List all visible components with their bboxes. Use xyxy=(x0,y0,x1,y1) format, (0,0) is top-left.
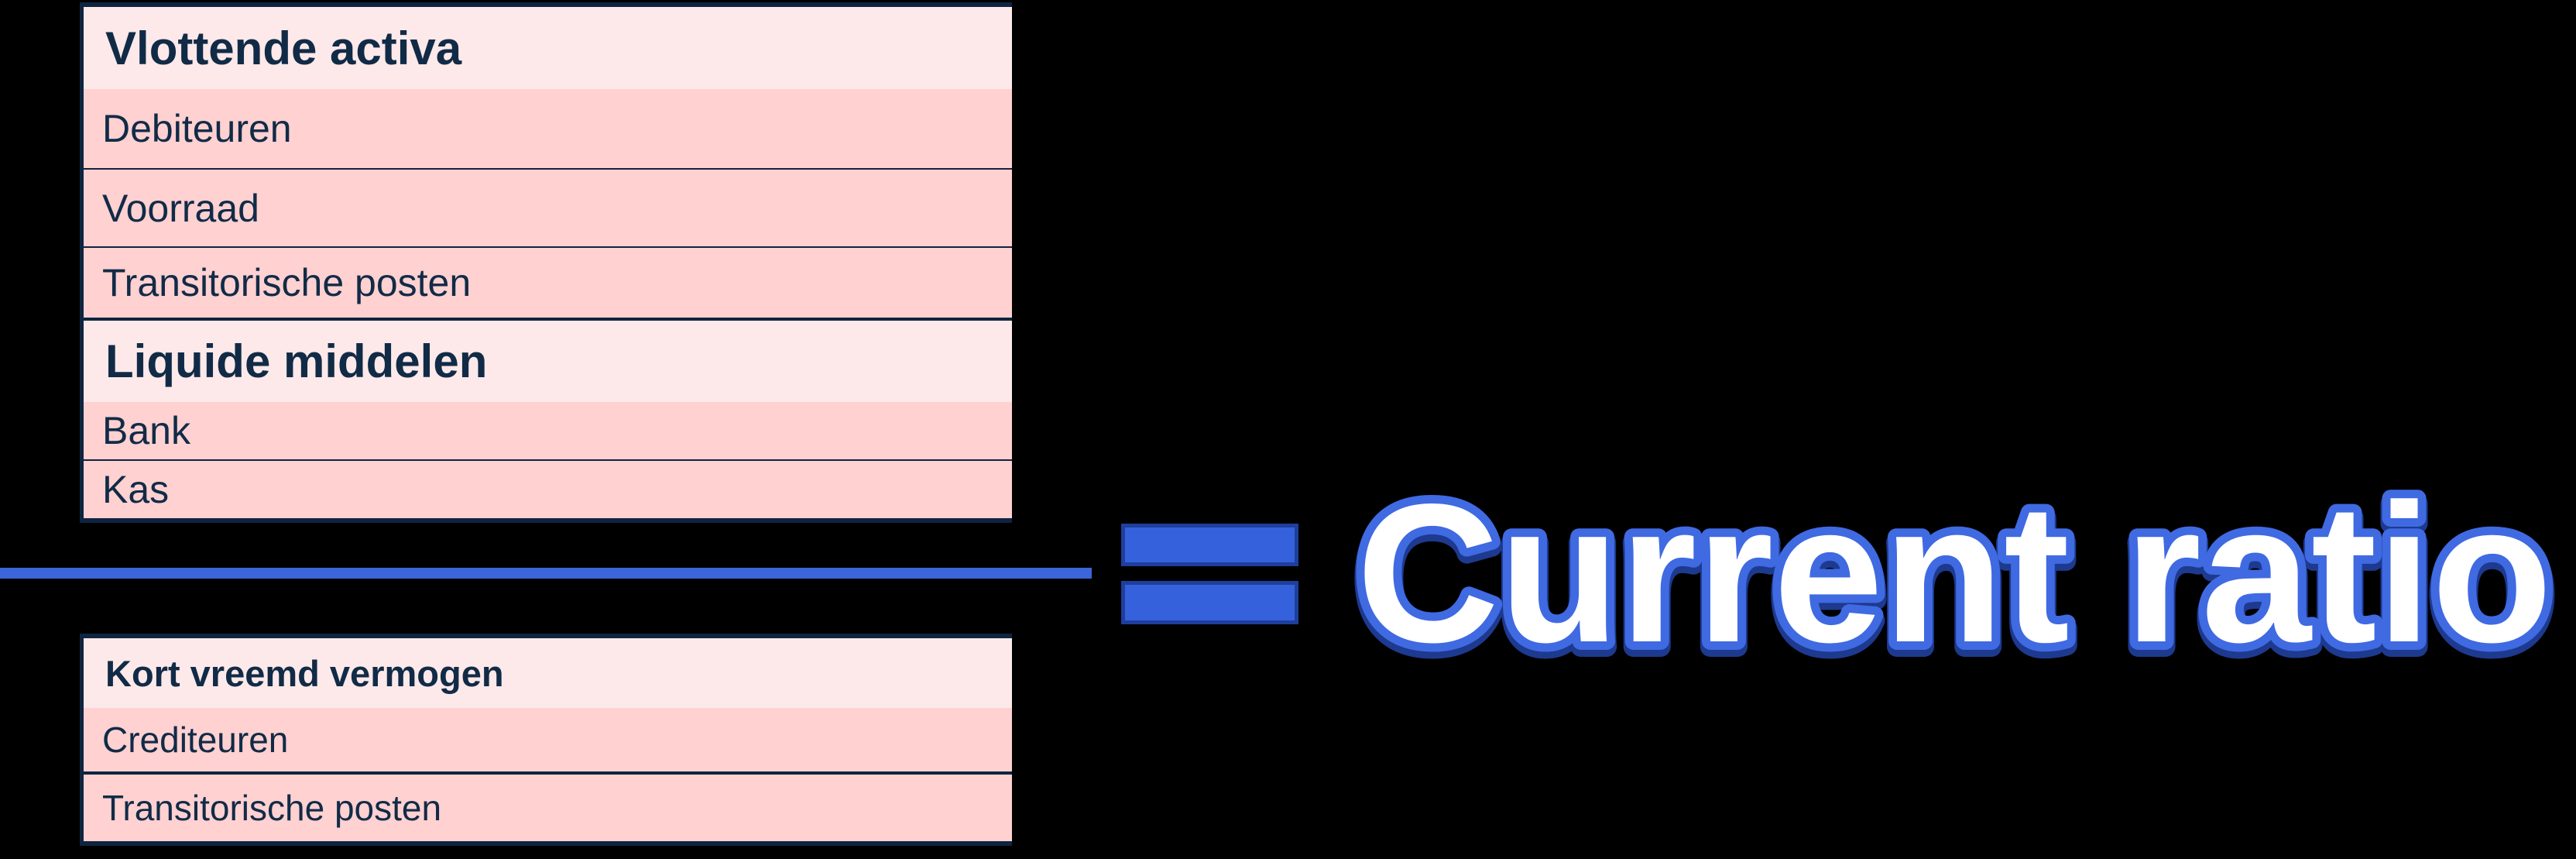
row-label: Debiteuren xyxy=(102,107,292,150)
row-label: Transitorische posten xyxy=(102,788,442,828)
table-row-voorraad: Voorraad xyxy=(84,170,1012,248)
table-row-kas: Kas xyxy=(84,461,1012,518)
denominator-table: Kort vreemd vermogen Crediteuren Transit… xyxy=(80,634,1012,846)
table-row-bank: Bank xyxy=(84,402,1012,461)
numerator-table: Vlottende activa Debiteuren Voorraad Tra… xyxy=(80,2,1012,523)
table-row-header-kort-vreemd-vermogen: Kort vreemd vermogen xyxy=(84,638,1012,708)
table-row-crediteuren: Crediteuren xyxy=(84,708,1012,775)
result-label-shadow: Current ratio xyxy=(1357,469,2552,689)
equals-bottom-bar xyxy=(1121,581,1298,624)
row-label: Kort vreemd vermogen xyxy=(105,652,504,694)
row-label: Liquide middelen xyxy=(105,335,488,387)
fraction-bar xyxy=(0,568,1092,579)
row-label: Voorraad xyxy=(102,186,259,230)
result-label: Current ratio xyxy=(1357,463,2552,684)
table-row-transitorische-posten: Transitorische posten xyxy=(84,775,1012,841)
row-label: Transitorische posten xyxy=(102,261,472,304)
row-label: Kas xyxy=(102,468,170,511)
equals-gap xyxy=(1121,566,1298,581)
row-label: Crediteuren xyxy=(102,720,289,760)
row-label: Vlottende activa xyxy=(105,22,462,74)
equals-sign xyxy=(1121,524,1298,624)
row-label: Bank xyxy=(102,409,190,452)
table-row-debiteuren: Debiteuren xyxy=(84,89,1012,170)
table-row-header-liquide-middelen: Liquide middelen xyxy=(84,321,1012,402)
result-label-graphic: Current ratio Current ratio xyxy=(1346,455,2562,699)
equals-top-bar xyxy=(1121,524,1298,566)
table-row-transitorische-posten: Transitorische posten xyxy=(84,248,1012,321)
table-row-header-vlottende-activa: Vlottende activa xyxy=(84,7,1012,89)
